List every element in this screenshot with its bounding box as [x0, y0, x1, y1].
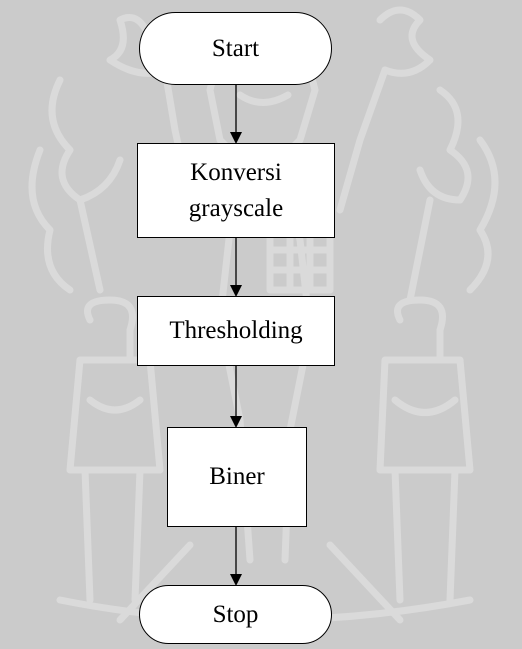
stop-label: Stop — [212, 600, 259, 628]
biner-label: Biner — [209, 463, 265, 490]
thresholding-process: Thresholding — [137, 296, 335, 366]
konversi-grayscale-label: Konversi grayscale — [188, 158, 284, 222]
konversi-grayscale-process: Konversi grayscale — [137, 143, 335, 238]
start-terminal: Start — [139, 12, 332, 85]
biner-process: Biner — [167, 427, 307, 527]
stop-terminal: Stop — [139, 585, 332, 644]
thresholding-label: Thresholding — [169, 317, 303, 344]
start-label: Start — [211, 34, 260, 62]
